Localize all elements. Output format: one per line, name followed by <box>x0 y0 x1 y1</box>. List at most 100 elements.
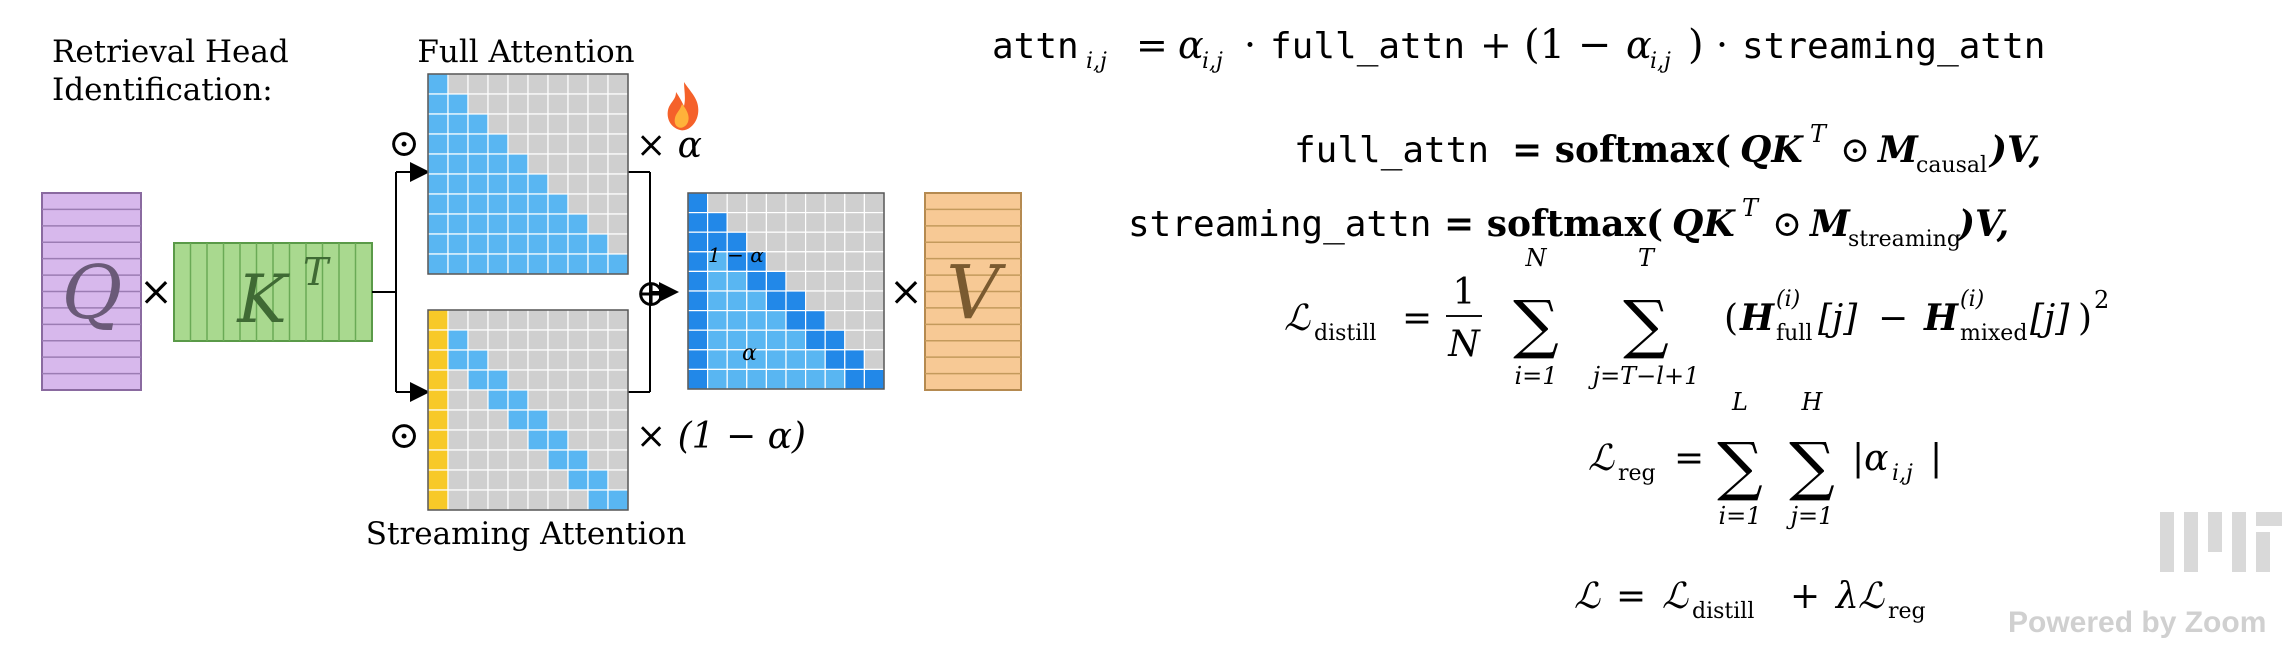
attention-cell <box>587 369 609 391</box>
attention-cell <box>427 113 449 135</box>
attention-cell <box>507 409 529 431</box>
attention-cell <box>547 113 569 135</box>
eq3-softmax: = softmax( <box>1444 203 1663 245</box>
attention-cell <box>527 489 549 511</box>
attention-cell <box>746 212 767 233</box>
attention-cell <box>447 389 469 411</box>
attention-cell <box>567 389 589 411</box>
attention-cell <box>547 369 569 391</box>
attention-cell <box>824 212 846 233</box>
attention-cell <box>765 329 787 351</box>
mit-logo-icon <box>2160 512 2282 572</box>
attention-cell <box>607 449 629 471</box>
attention-cell <box>547 233 569 255</box>
attention-cell <box>607 489 629 511</box>
q-label: Q <box>62 250 123 336</box>
attention-cell <box>427 153 449 175</box>
attention-cell <box>824 231 846 253</box>
attention-cell <box>804 251 826 273</box>
eq2-softmax: = softmax( <box>1512 129 1731 171</box>
attention-cell <box>785 310 807 331</box>
eq1-alpha-2: α <box>1626 23 1652 67</box>
attention-cell <box>607 73 629 95</box>
k-transpose-matrix: K T <box>173 242 373 342</box>
attention-cell <box>507 213 529 235</box>
attention-cell <box>427 193 449 215</box>
attention-cell <box>547 469 569 491</box>
attention-cell <box>863 192 885 214</box>
attention-cell <box>427 213 449 235</box>
attention-cell <box>427 369 449 391</box>
attention-cell <box>863 349 885 370</box>
attention-cell <box>507 369 529 391</box>
attention-cell <box>687 290 709 312</box>
attention-cell <box>567 153 589 175</box>
attention-cell <box>547 429 569 451</box>
equation-streaming-attn: streaming_attn = softmax( QK T ⊙ M strea… <box>1128 194 2009 252</box>
attention-cell <box>547 253 569 275</box>
eq4-sum1-top: N <box>1525 244 1548 272</box>
attention-cell <box>567 409 589 431</box>
eq2-lhs: full_attn <box>1294 130 1489 171</box>
attention-cell <box>467 153 489 175</box>
eq4-h1-sup: (i) <box>1776 287 1800 312</box>
attention-cell <box>447 73 469 95</box>
attention-cell <box>547 489 569 511</box>
attention-cell <box>527 233 549 255</box>
eq4-h1-sub: full <box>1776 321 1812 346</box>
attention-cell <box>447 309 469 331</box>
attention-cell <box>726 192 748 214</box>
attention-cell <box>587 173 609 195</box>
attention-cell <box>863 251 885 273</box>
equation-full-attn: full_attn = softmax( QK T ⊙ M causal )V, <box>1294 120 2041 178</box>
attention-cell <box>467 469 489 491</box>
attention-cell <box>487 309 509 331</box>
attention-cell <box>487 469 509 491</box>
attention-cell <box>765 349 787 370</box>
attention-cell <box>427 449 449 471</box>
full-attention-grid <box>427 73 629 275</box>
eq2-odot: ⊙ <box>1840 130 1870 171</box>
attention-cell <box>587 73 609 95</box>
attention-cell <box>587 233 609 255</box>
attention-cell <box>427 489 449 511</box>
attention-cell <box>527 193 549 215</box>
eq2-m: M <box>1876 129 1919 171</box>
oplus-symbol: ⊕ <box>635 271 667 315</box>
attention-cell <box>507 73 529 95</box>
attention-cell <box>507 489 529 511</box>
attention-cell <box>487 133 509 155</box>
attention-cell <box>804 231 826 253</box>
attention-cell <box>607 329 629 351</box>
attention-cell <box>863 329 885 351</box>
eq4-h2: H <box>1923 297 1959 339</box>
attention-cell <box>527 329 549 351</box>
attention-cell <box>804 368 826 390</box>
attention-cell <box>567 213 589 235</box>
attention-cell <box>607 349 629 371</box>
attention-cell <box>785 349 807 370</box>
eq4-idx2: [j] <box>2030 298 2070 339</box>
attention-cell <box>467 233 489 255</box>
eq4-equals: = <box>1402 298 1432 339</box>
attention-cell <box>567 349 589 371</box>
attention-cell <box>587 193 609 215</box>
eq1-paren-close: ) <box>1688 22 1704 68</box>
attention-cell <box>447 173 469 195</box>
attention-cell <box>507 173 529 195</box>
attention-cell <box>607 469 629 491</box>
attention-cell <box>706 270 728 292</box>
attention-cell <box>547 93 569 115</box>
equation-reg-loss: ℒ reg = L ∑ i=1 H ∑ j=1 |α i,j | <box>1588 388 1942 530</box>
eq6-l1-sub: distill <box>1692 599 1754 624</box>
attention-cell <box>527 389 549 411</box>
attention-cell <box>567 489 589 511</box>
attention-cell <box>607 309 629 331</box>
attention-cell <box>726 270 748 292</box>
k-label: K <box>236 261 290 338</box>
attention-cell <box>507 133 529 155</box>
times-symbol-2: × <box>889 269 923 315</box>
attention-cell <box>447 253 469 275</box>
attention-cell <box>567 133 589 155</box>
attention-cell <box>507 253 529 275</box>
